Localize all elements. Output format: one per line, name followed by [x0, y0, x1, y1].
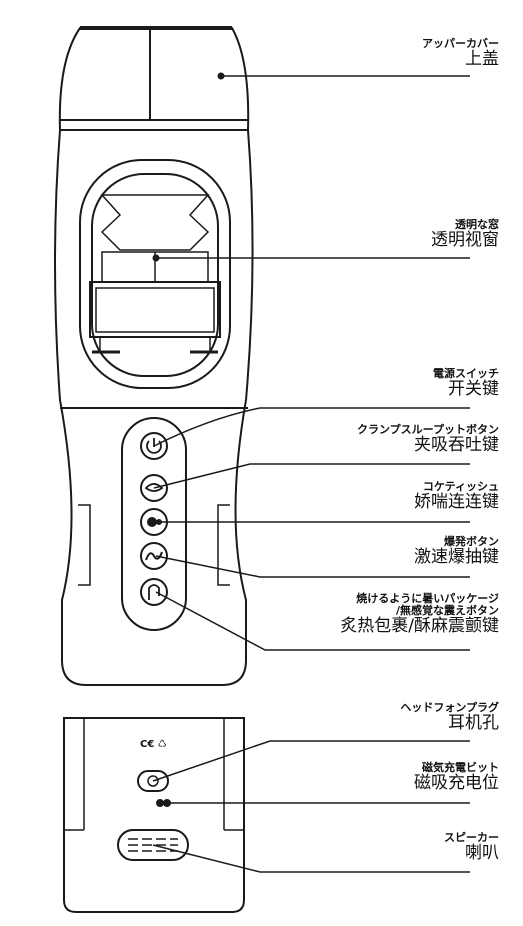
label-window: 透明な窓 透明视窗 — [431, 218, 499, 251]
label-coquette: コケティッシュ 娇喘连连键 — [414, 480, 499, 513]
label-window-ja: 透明な窓 — [455, 218, 499, 231]
label-upper-cover-zh: 上盖 — [465, 49, 499, 70]
window-inner — [91, 173, 219, 377]
label-speaker-zh: 喇叭 — [465, 843, 499, 864]
button-panel — [121, 417, 187, 631]
label-heat: 焼けるように暑いパッケージ /無感覚な震えボタン 炙热包裹/酥麻震颤键 — [340, 592, 499, 637]
label-clamp-zh: 夹吸吞吐键 — [414, 435, 499, 456]
label-headphone: ヘッドフォンプラグ 耳机孔 — [400, 701, 499, 734]
label-headphone-zh: 耳机孔 — [448, 713, 499, 734]
leader-lines — [152, 75, 470, 873]
label-clamp: クランプスループットボタン 夹吸吞吐键 — [356, 423, 499, 456]
label-heat-ja: 焼けるように暑いパッケージ — [356, 592, 499, 605]
label-magnetic-zh: 磁吸充电位 — [414, 773, 499, 794]
label-burst-zh: 激速爆抽键 — [414, 547, 499, 568]
label-headphone-ja: ヘッドフォンプラグ — [400, 701, 499, 714]
magnetic-contact-left — [156, 799, 164, 807]
label-power: 電源スイッチ 开关键 — [433, 367, 499, 400]
label-heat-ja2: /無感覚な震えボタン — [395, 604, 499, 618]
label-heat-zh: 炙热包裹/酥麻震颤键 — [340, 616, 499, 637]
label-coquette-ja: コケティッシュ — [422, 480, 499, 493]
heat-button — [140, 578, 168, 606]
label-window-zh: 透明视窗 — [431, 230, 499, 251]
speaker-grille — [117, 829, 189, 861]
label-speaker: スピーカー 喇叭 — [444, 831, 499, 864]
device-body-outline — [54, 129, 254, 686]
certification-mark: C€ ♺ — [140, 739, 167, 750]
label-burst: 爆発ボタン 激速爆抽键 — [414, 535, 499, 568]
label-upper-cover: アッパーカバー 上盖 — [422, 37, 499, 70]
label-magnetic-ja: 磁気充電ビット — [422, 761, 499, 774]
label-power-zh: 开关键 — [448, 379, 499, 400]
label-burst-ja: 爆発ボタン — [444, 535, 499, 548]
bottom-view-outline — [63, 717, 245, 913]
label-speaker-ja: スピーカー — [444, 831, 499, 844]
headphone-jack — [137, 770, 169, 792]
clamp-button — [140, 474, 168, 502]
window-outer — [79, 159, 231, 389]
power-button — [140, 432, 168, 460]
label-magnetic: 磁気充電ビット 磁吸充电位 — [414, 761, 499, 794]
label-upper-cover-ja: アッパーカバー — [422, 37, 499, 50]
label-power-ja: 電源スイッチ — [433, 367, 499, 380]
burst-button — [140, 542, 168, 570]
label-clamp-ja: クランプスループットボタン — [356, 423, 499, 436]
label-coquette-zh: 娇喘连连键 — [414, 492, 499, 513]
